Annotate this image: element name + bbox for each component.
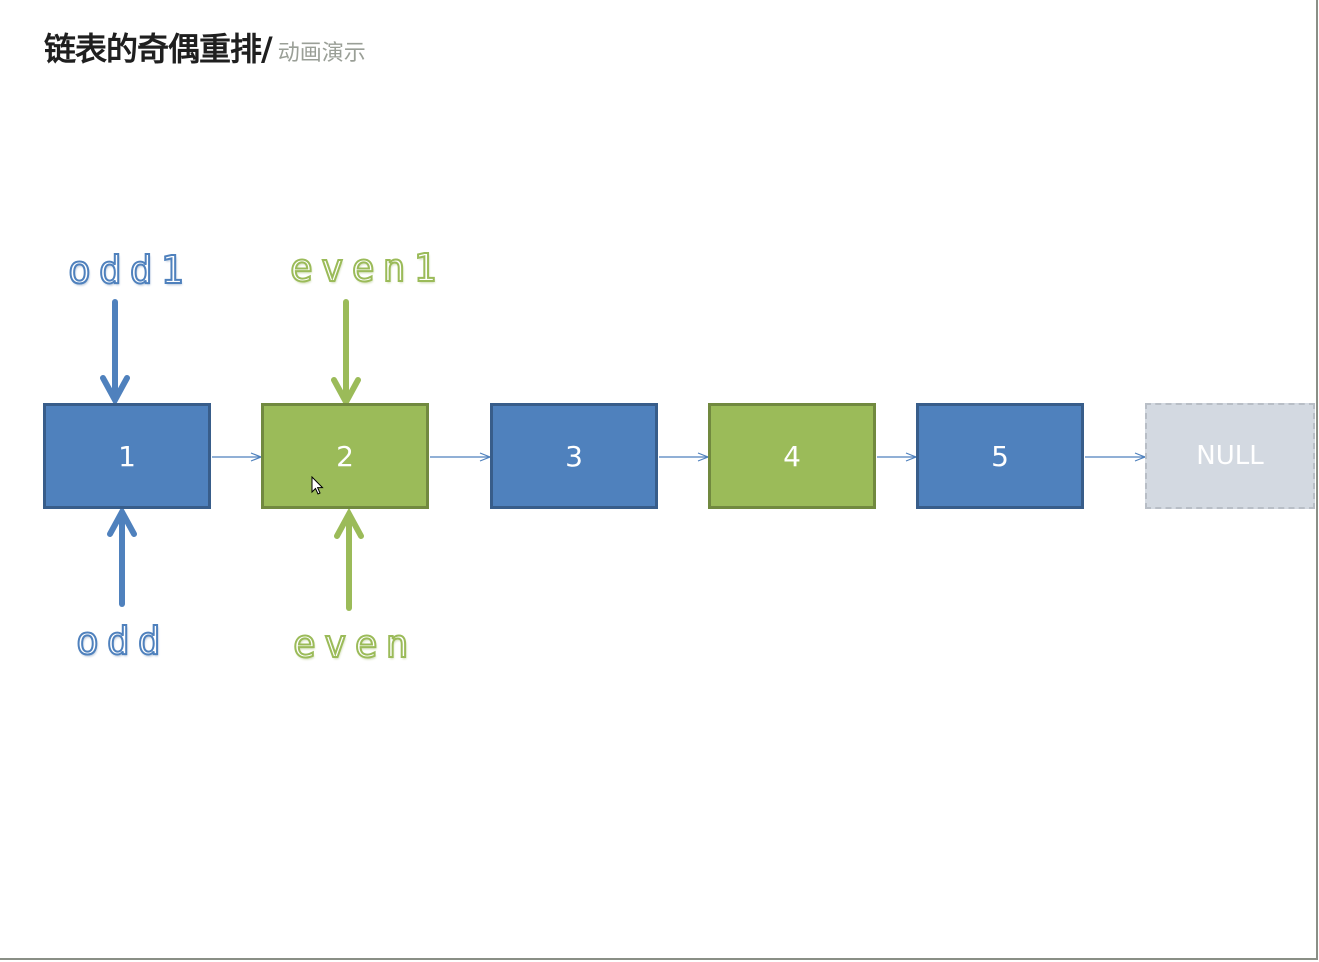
node-label: 5 xyxy=(991,439,1009,473)
list-node-null: NULL xyxy=(1145,403,1315,509)
pointer-label-even: even xyxy=(292,621,417,667)
pointer-label-odd: odd xyxy=(75,618,169,664)
title-subtitle: 动画演示 xyxy=(277,41,366,66)
pointer-label-even1: even1 xyxy=(289,245,445,291)
slide-title: 链表的奇偶重排/动画演示 xyxy=(44,24,366,70)
odd1-pointer-arrow xyxy=(100,299,130,407)
node-label: 4 xyxy=(783,439,801,473)
node-label: 2 xyxy=(336,439,354,473)
list-node-3: 3 xyxy=(490,403,658,509)
list-node-5: 5 xyxy=(916,403,1084,509)
even-pointer-arrow xyxy=(334,507,364,611)
pointer-label-odd1: odd1 xyxy=(67,247,192,293)
list-node-1: 1 xyxy=(43,403,211,509)
title-main: 链表的奇偶重排/ xyxy=(44,30,273,68)
list-node-4: 4 xyxy=(708,403,876,509)
mouse-pointer-icon xyxy=(311,476,324,495)
node-label: NULL xyxy=(1196,441,1264,471)
list-node-2: 2 xyxy=(261,403,429,509)
odd-pointer-arrow xyxy=(107,505,137,607)
node-label: 3 xyxy=(565,439,583,473)
node-label: 1 xyxy=(118,439,136,473)
even1-pointer-arrow xyxy=(331,299,361,409)
